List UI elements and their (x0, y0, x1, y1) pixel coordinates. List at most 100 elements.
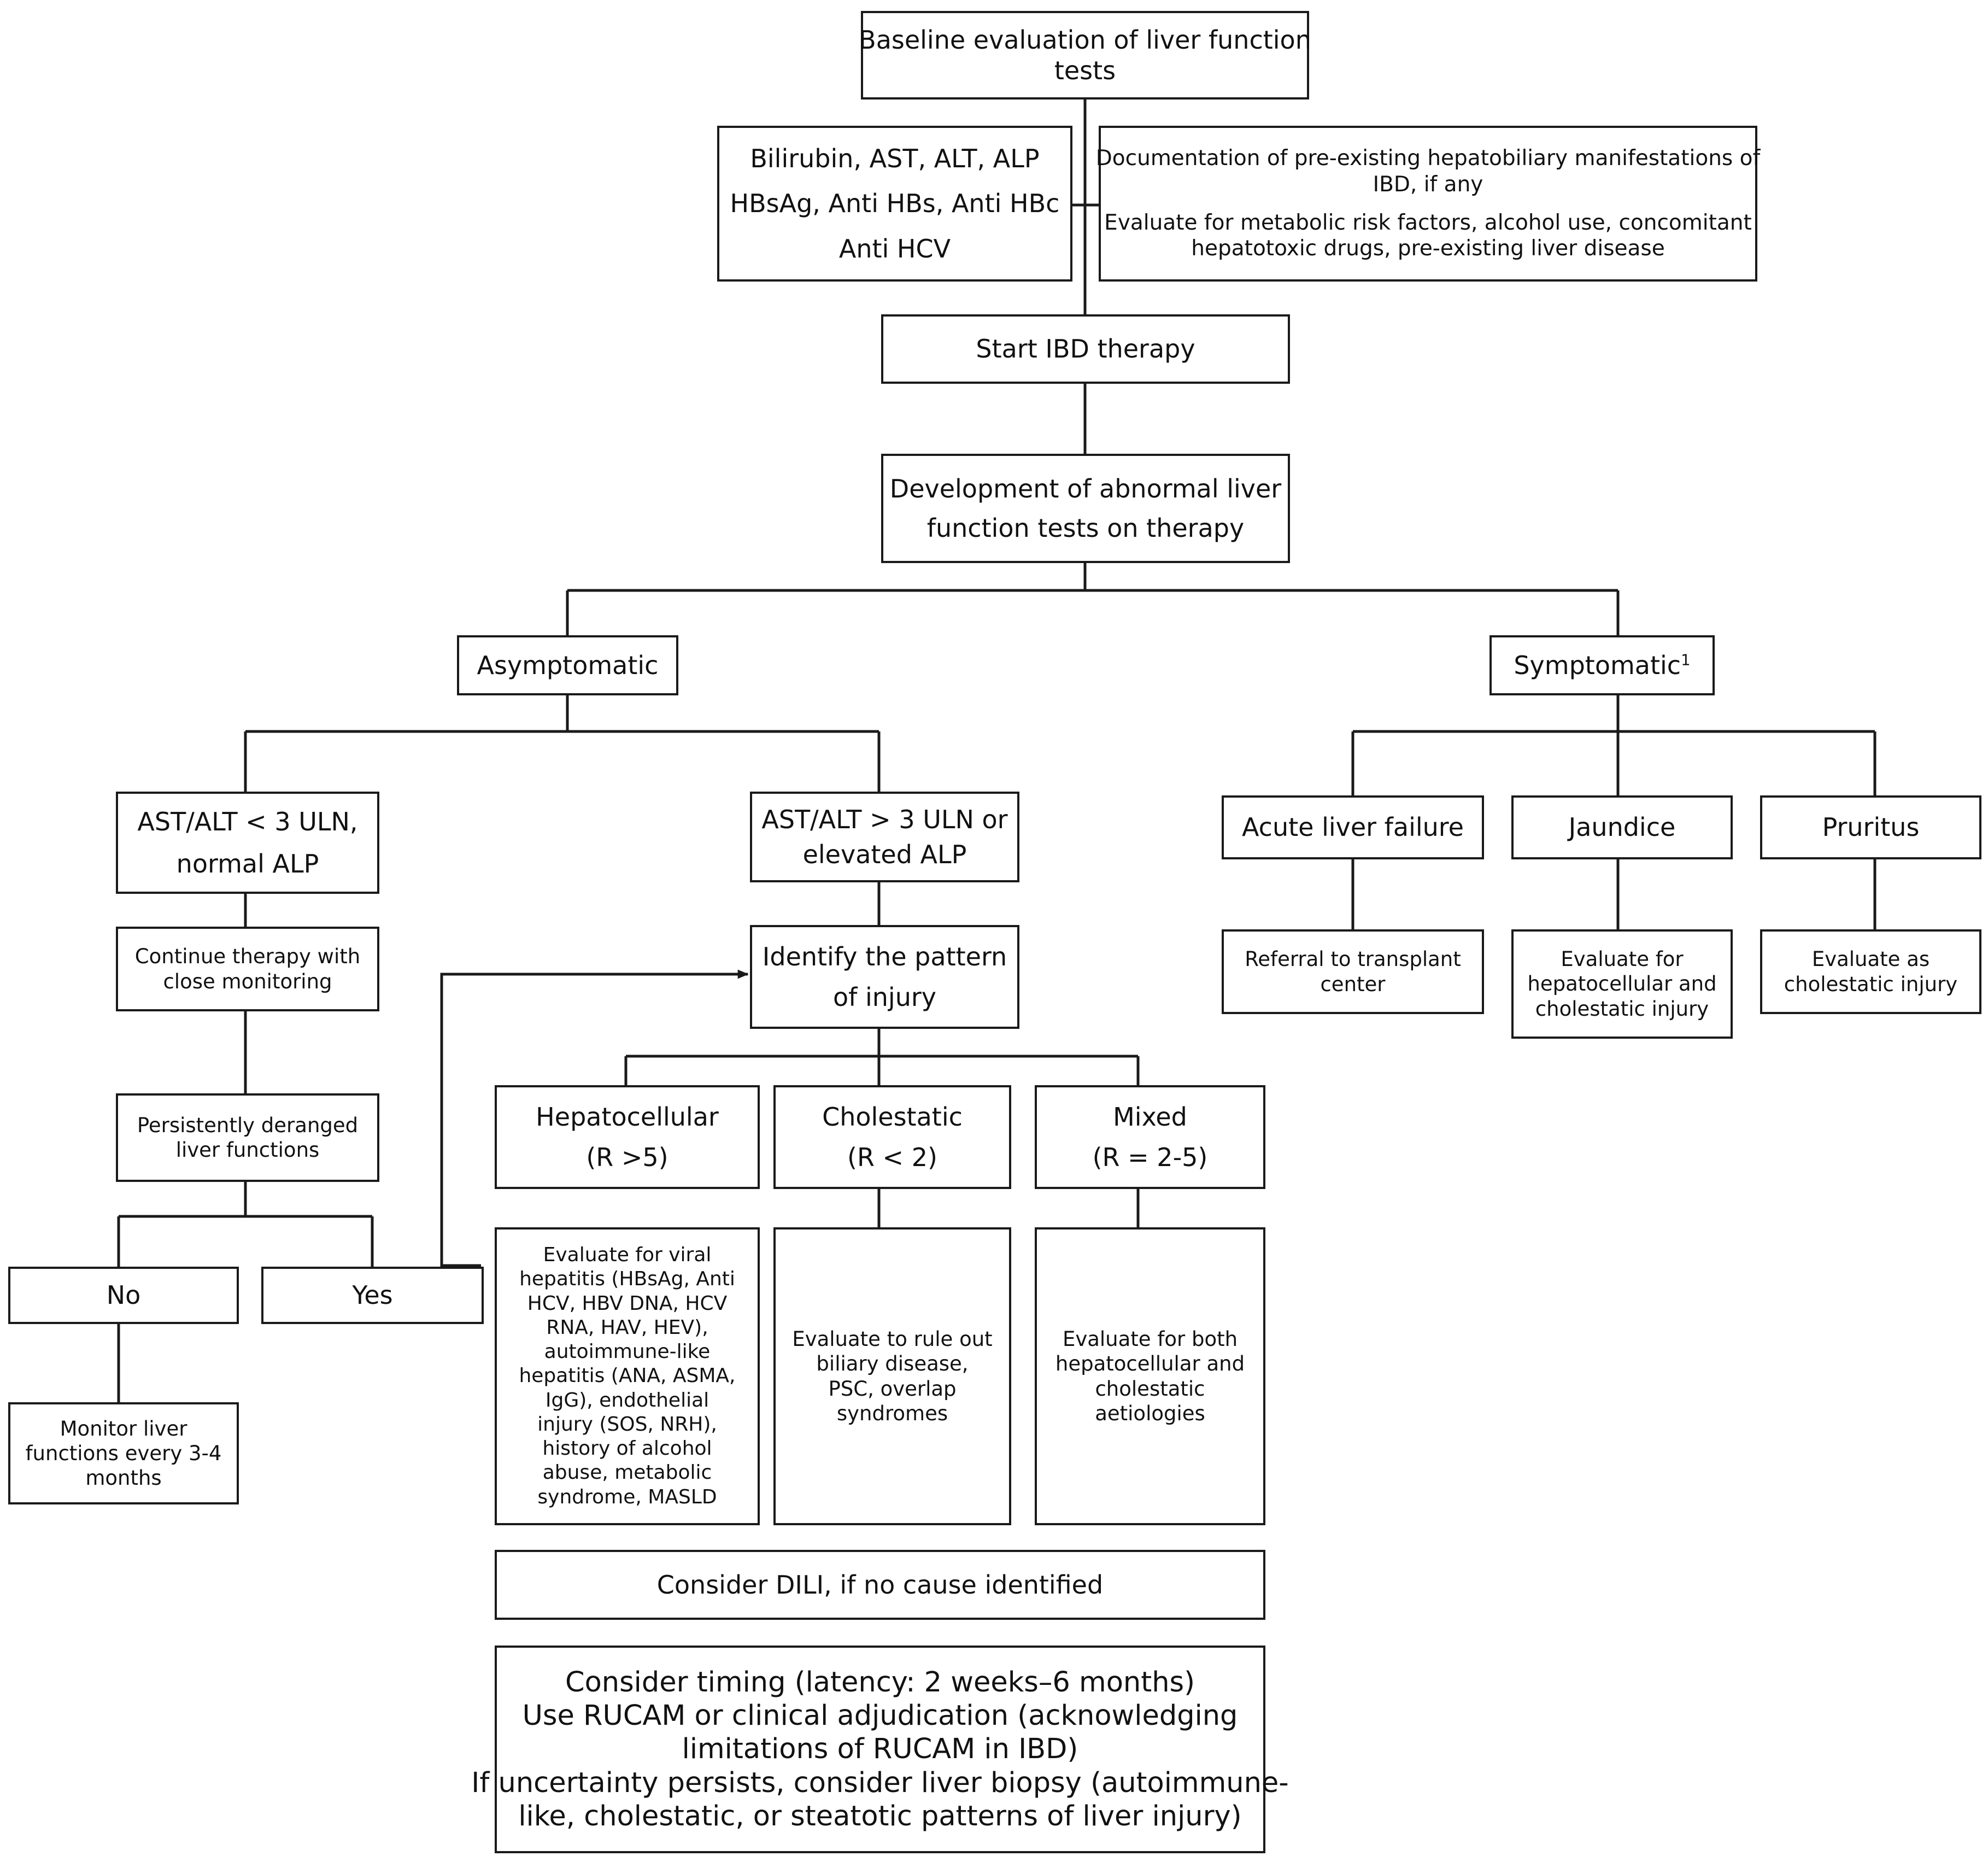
timing-line: like, cholestatic, or steatotic patterns… (518, 1800, 1242, 1832)
symptomatic-label: Symptomatic (1514, 650, 1681, 680)
abnormal-line2: function tests on therapy (926, 513, 1245, 543)
continue-line2: close monitoring (163, 969, 332, 993)
hep-eval-line: history of alcohol (542, 1437, 712, 1460)
consider-dili-box: Consider DILI, if no cause identified (495, 1550, 1265, 1620)
documentation-line2: IBD, if any (1373, 172, 1483, 197)
hepatocellular-box: Hepatocellular (R >5) (495, 1085, 760, 1189)
identify-line1: Identify the pattern (762, 941, 1007, 971)
ast-high-box: AST/ALT > 3 ULN or elevated ALP (750, 792, 1019, 882)
timing-line: If uncertainty persists, consider liver … (471, 1766, 1289, 1799)
dili-label: Consider DILI, if no cause identified (656, 1570, 1104, 1600)
jaundice-label: Jaundice (1568, 812, 1676, 842)
baseline-line1: Baseline evaluation of liver function (859, 25, 1311, 55)
no-box: No (8, 1267, 239, 1324)
hep-eval-line: hepatitis (HBsAg, Anti (519, 1268, 735, 1291)
pruritus-box: Pruritus (1760, 795, 1981, 859)
acute-liver-failure-box: Acute liver failure (1222, 795, 1484, 859)
referral-line1: Referral to transplant (1245, 947, 1461, 971)
mixed-box: Mixed (R = 2-5) (1035, 1085, 1265, 1189)
pruritus-evaluation-box: Evaluate as cholestatic injury (1760, 929, 1981, 1014)
cholestatic-line2: (R < 2) (847, 1143, 937, 1172)
alf-label: Acute liver failure (1242, 812, 1464, 842)
asymptomatic-box: Asymptomatic (457, 635, 678, 695)
documentation-line3: Evaluate for metabolic risk factors, alc… (1104, 210, 1752, 235)
pruritus-eval-line2: cholestatic injury (1784, 972, 1958, 996)
start-therapy-label: Start IBD therapy (976, 334, 1195, 364)
persistent-line1: Persistently deranged (137, 1113, 359, 1137)
ast-low-box: AST/ALT < 3 ULN, normal ALP (116, 792, 379, 894)
cholestatic-box: Cholestatic (R < 2) (773, 1085, 1011, 1189)
persistent-line2: liver functions (175, 1138, 320, 1162)
hepatocellular-line2: (R >5) (586, 1143, 668, 1172)
hep-eval-line: hepatitis (ANA, ASMA, (519, 1365, 736, 1387)
cholestatic-line1: Cholestatic (822, 1102, 963, 1132)
tests-line3: Anti HCV (838, 233, 951, 264)
hep-eval-line: RNA, HAV, HEV), (546, 1316, 708, 1339)
monitor-line3: months (85, 1466, 162, 1490)
hepatocellular-line1: Hepatocellular (536, 1102, 719, 1132)
asymptomatic-label: Asymptomatic (477, 650, 659, 680)
mixed-eval-line: aetiologies (1095, 1401, 1205, 1425)
timing-line: limitations of RUCAM in IBD) (682, 1733, 1078, 1766)
tests-line2: HBsAg, Anti HBs, Anti HBc (730, 189, 1060, 219)
jaundice-eval-line3: cholestatic injury (1535, 997, 1709, 1021)
hep-eval-line: injury (SOS, NRH), (537, 1413, 717, 1436)
mixed-eval-line: cholestatic (1095, 1377, 1205, 1401)
baseline-evaluation-box: Baseline evaluation of liver function te… (859, 11, 1311, 99)
documentation-line4: hepatotoxic drugs, pre-existing liver di… (1191, 236, 1665, 261)
ast-high-line1: AST/ALT > 3 ULN or (761, 804, 1008, 834)
pruritus-eval-line1: Evaluate as (1811, 947, 1930, 971)
chol-eval-line: PSC, overlap (828, 1377, 957, 1401)
mixed-line2: (R = 2-5) (1092, 1143, 1208, 1172)
documentation-box: Documentation of pre-existing hepatobili… (1095, 126, 1761, 282)
hep-eval-line: syndrome, MASLD (537, 1485, 717, 1508)
continue-line1: Continue therapy with (134, 945, 361, 969)
symptomatic-text: Symptomatic1 (1514, 650, 1690, 681)
timing-line: Consider timing (latency: 2 weeks–6 mont… (565, 1666, 1195, 1699)
chol-eval-line: syndromes (836, 1401, 948, 1425)
ast-high-line2: elevated ALP (802, 840, 967, 869)
no-label: No (106, 1280, 141, 1310)
identify-line2: of injury (833, 982, 936, 1012)
hep-eval-line: abuse, metabolic (542, 1461, 712, 1484)
yes-box: Yes (261, 1267, 484, 1324)
referral-line2: center (1320, 972, 1386, 996)
timing-line: Use RUCAM or clinical adjudication (ackn… (522, 1700, 1238, 1732)
monitor-line1: Monitor liver (60, 1416, 187, 1441)
abnormal-lft-box: Development of abnormal liver function t… (881, 454, 1290, 563)
jaundice-eval-line2: hepatocellular and (1527, 972, 1717, 996)
mixed-evaluation-box: Evaluate for both hepatocellular and cho… (1035, 1227, 1265, 1525)
cholestatic-evaluation-box: Evaluate to rule out biliary disease, PS… (773, 1227, 1011, 1525)
mixed-eval-line: Evaluate for both (1062, 1327, 1238, 1351)
symptomatic-footnote: 1 (1681, 651, 1691, 669)
mixed-line1: Mixed (1113, 1102, 1187, 1132)
identify-pattern-box: Identify the pattern of injury (750, 925, 1019, 1029)
hep-eval-line: HCV, HBV DNA, HCV (527, 1292, 728, 1315)
abnormal-line1: Development of abnormal liver (889, 473, 1282, 503)
referral-transplant-box: Referral to transplant center (1222, 929, 1484, 1014)
hep-eval-line: Evaluate for viral (543, 1244, 712, 1267)
consider-timing-box: Consider timing (latency: 2 weeks–6 mont… (471, 1646, 1289, 1853)
documentation-line1: Documentation of pre-existing hepatobili… (1095, 146, 1761, 171)
jaundice-box: Jaundice (1511, 795, 1733, 859)
baseline-line2: tests (1054, 56, 1116, 85)
hep-eval-line: autoimmune-like (544, 1340, 711, 1363)
monitor-liver-box: Monitor liver functions every 3-4 months (8, 1402, 239, 1504)
tests-line1: Bilirubin, AST, ALT, ALP (750, 144, 1040, 174)
hepatocellular-evaluation-box: Evaluate for viral hepatitis (HBsAg, Ant… (495, 1227, 760, 1525)
baseline-tests-box: Bilirubin, AST, ALT, ALP HBsAg, Anti HBs… (717, 126, 1072, 282)
pruritus-label: Pruritus (1822, 812, 1920, 842)
monitor-line2: functions every 3-4 (25, 1441, 222, 1465)
persistently-deranged-box: Persistently deranged liver functions (116, 1093, 379, 1182)
chol-eval-line: Evaluate to rule out (792, 1327, 993, 1351)
continue-therapy-box: Continue therapy with close monitoring (116, 927, 379, 1011)
mixed-eval-line: hepatocellular and (1055, 1352, 1245, 1376)
hep-eval-line: IgG), endothelial (545, 1389, 709, 1412)
ast-low-line2: normal ALP (176, 848, 319, 879)
jaundice-eval-line1: Evaluate for (1561, 947, 1684, 971)
yes-label: Yes (352, 1280, 393, 1310)
start-ibd-therapy-box: Start IBD therapy (881, 314, 1290, 384)
symptomatic-box: Symptomatic1 (1489, 635, 1715, 695)
